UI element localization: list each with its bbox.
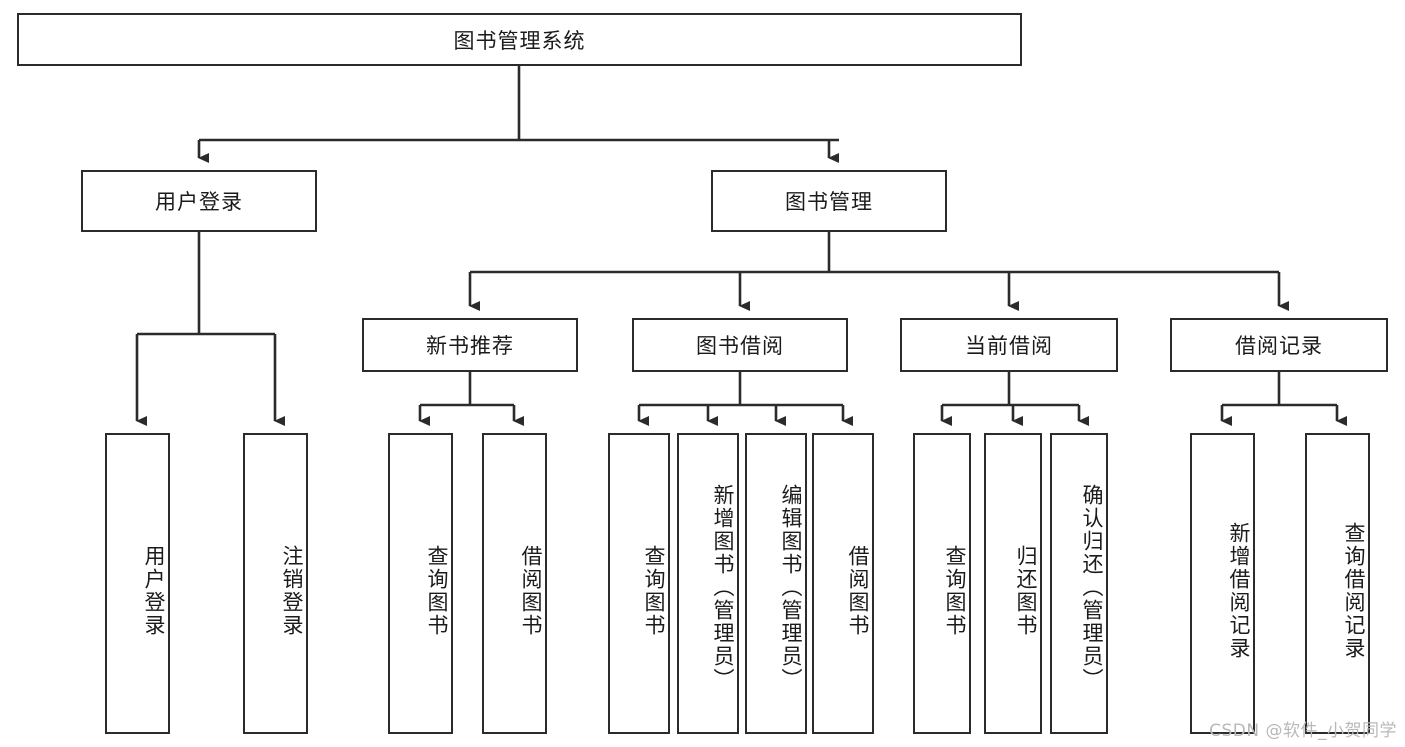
node-leaf-borrow-book[interactable]: 借阅图书: [812, 433, 874, 734]
node-level3-borrow-record[interactable]: 借阅记录: [1170, 318, 1388, 372]
node-root[interactable]: 图书管理系统: [17, 13, 1022, 66]
node-leaf-query-borrow-record[interactable]: 查询借阅记录: [1305, 433, 1370, 734]
node-leaf-edit-book-admin[interactable]: 编辑图书（管理员）: [745, 433, 807, 734]
node-level3-new-book-recommend[interactable]: 新书推荐: [362, 318, 578, 372]
node-leaf-add-book-admin[interactable]: 新增图书（管理员）: [677, 433, 739, 734]
node-leaf-logout[interactable]: 注销登录: [243, 433, 308, 734]
node-level3-book-borrow[interactable]: 图书借阅: [632, 318, 848, 372]
node-leaf-return-book[interactable]: 归还图书: [984, 433, 1042, 734]
node-leaf-borrow-book-recommend[interactable]: 借阅图书: [482, 433, 547, 734]
node-leaf-add-borrow-record[interactable]: 新增借阅记录: [1190, 433, 1255, 734]
node-leaf-confirm-return-admin[interactable]: 确认归还（管理员）: [1050, 433, 1108, 734]
node-level3-current-borrow[interactable]: 当前借阅: [900, 318, 1118, 372]
node-leaf-query-book-current[interactable]: 查询图书: [913, 433, 971, 734]
node-leaf-query-book-borrow[interactable]: 查询图书: [608, 433, 670, 734]
node-leaf-query-book-recommend[interactable]: 查询图书: [388, 433, 453, 734]
node-level2-user-login[interactable]: 用户登录: [81, 170, 317, 232]
node-leaf-user-login[interactable]: 用户登录: [105, 433, 170, 734]
node-level2-book-management[interactable]: 图书管理: [711, 170, 947, 232]
